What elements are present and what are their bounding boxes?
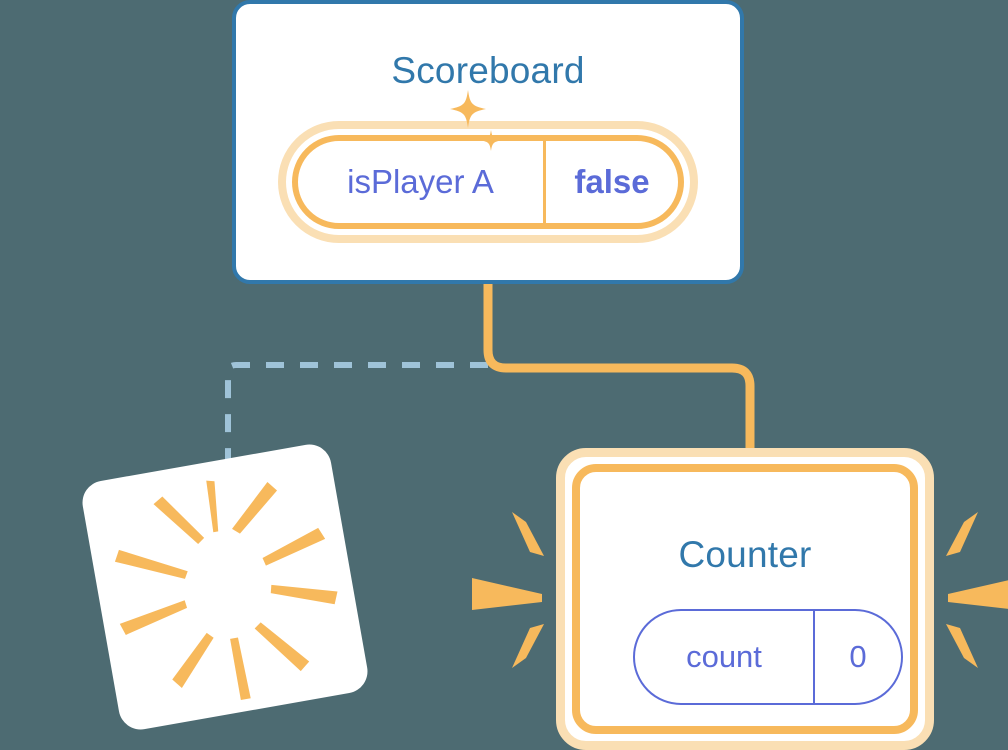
counter-state-key: count <box>635 611 815 703</box>
counter-state-value: 0 <box>849 639 867 674</box>
ghost-card-burst-icon <box>114 480 338 700</box>
scoreboard-state-pill-glow: isPlayer A false <box>278 121 698 243</box>
counter-card-title: Counter <box>678 534 812 575</box>
counter-card-body: Counter count 0 <box>572 464 918 734</box>
counter-burst-left-icon <box>472 512 544 668</box>
counter-card-glow: Counter count 0 <box>556 448 934 750</box>
scoreboard-state-pill[interactable]: isPlayer A false <box>278 121 698 243</box>
scoreboard-card[interactable]: Scoreboard isPlayer A false <box>232 0 744 284</box>
counter-card[interactable]: Counter count 0 <box>556 448 934 750</box>
scoreboard-card-title: Scoreboard <box>391 50 585 91</box>
ghost-card[interactable] <box>79 441 371 733</box>
dashed-connector-to-ghost-card <box>225 362 488 470</box>
scoreboard-state-pill-body: isPlayer A false <box>292 135 684 229</box>
counter-burst-right-icon <box>946 512 1008 668</box>
scoreboard-state-value: false <box>574 163 650 200</box>
scoreboard-state-key: isPlayer A <box>298 141 546 223</box>
counter-state-pill[interactable]: count 0 <box>633 609 903 705</box>
solid-connector-to-counter-card <box>483 280 755 460</box>
